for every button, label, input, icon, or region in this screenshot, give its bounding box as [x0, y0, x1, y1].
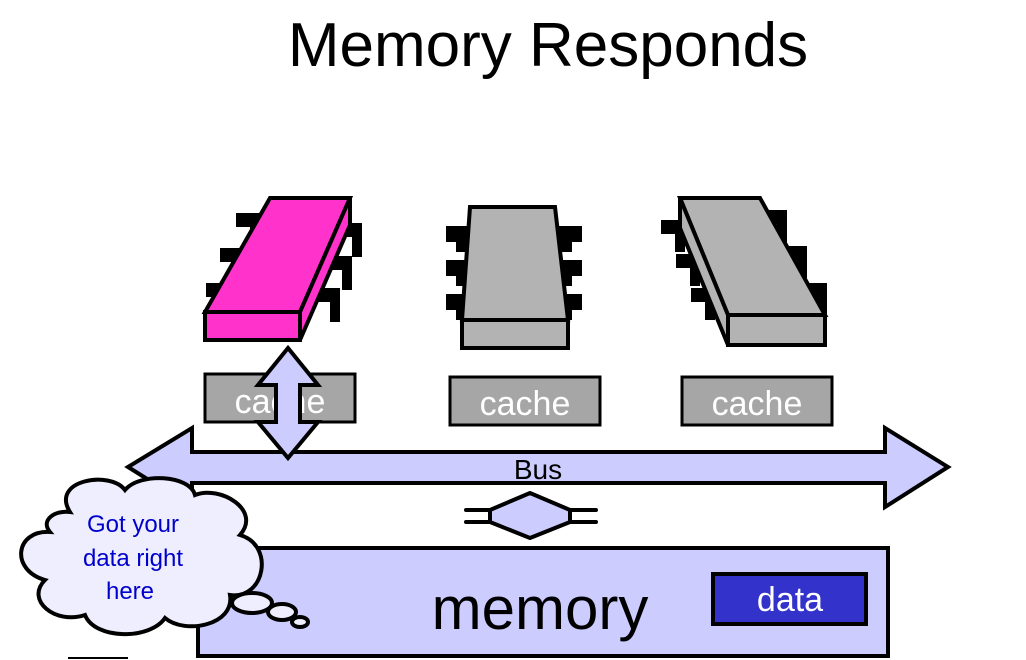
processor-chip-idle — [446, 205, 582, 350]
processor-chip-idle — [661, 196, 829, 347]
bus-memory-double-arrow — [464, 491, 598, 540]
bubble-line: data right — [83, 545, 183, 572]
bubble-line: Got your — [87, 511, 179, 538]
data-label: data — [757, 581, 823, 619]
bus-label: Bus — [514, 454, 562, 485]
bubble-line: here — [106, 578, 154, 605]
data-box — [711, 572, 868, 626]
thought-bubble: Got your data right here — [19, 476, 310, 637]
memory-label: memory — [432, 575, 649, 642]
cache-label: cache — [480, 385, 571, 423]
cache-bus-double-arrow — [253, 344, 323, 462]
cache-label: cache — [712, 385, 803, 423]
cache-box: cache — [448, 375, 602, 427]
slide-title: Memory Responds — [287, 11, 809, 80]
processor-chip-active — [201, 196, 362, 342]
cache-box: cache — [680, 375, 834, 427]
